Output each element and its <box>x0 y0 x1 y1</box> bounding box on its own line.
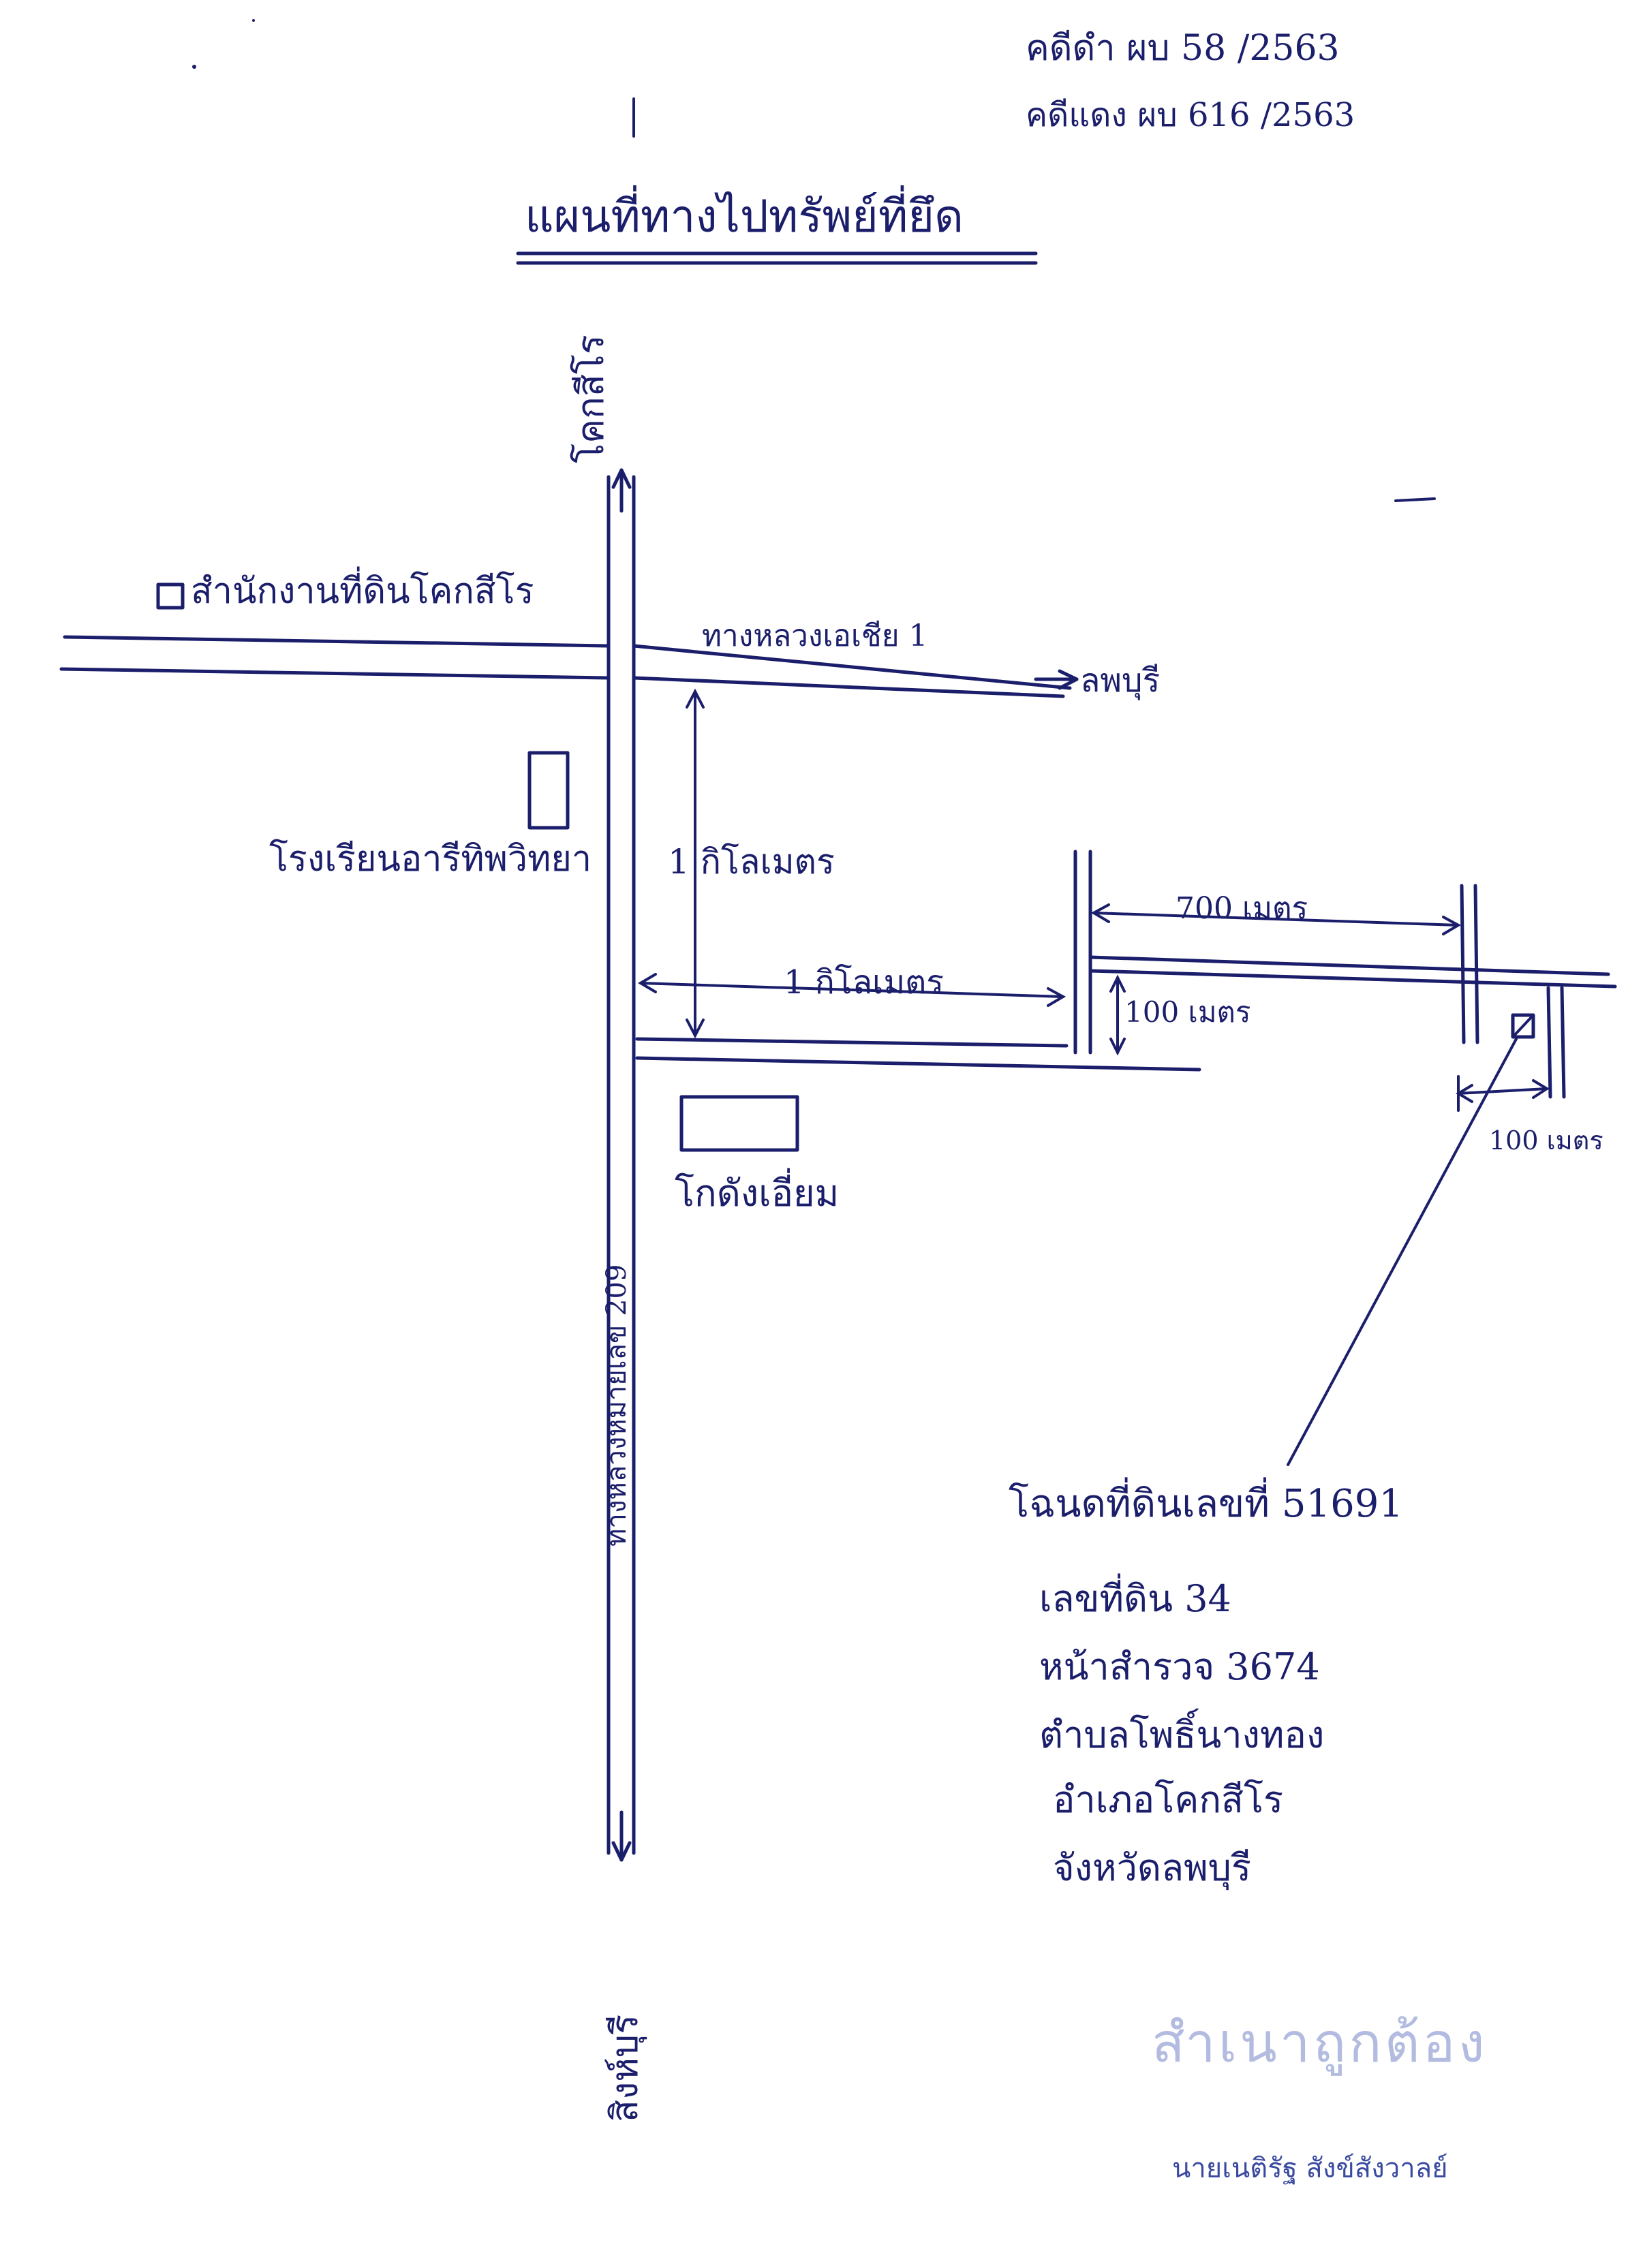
district-office-label: สำนักงานที่ดินโคกสีโร <box>191 571 534 612</box>
dim-700m-label: 700 เมตร <box>1176 891 1308 926</box>
south-destination-label: สิงห์บุรี <box>603 2014 646 2122</box>
parcel-road-east <box>1560 986 1566 1099</box>
property-province: จังหวัดลพบุรี <box>1053 1846 1251 1889</box>
property-road-east <box>1473 884 1479 1044</box>
side-road-south-edge <box>635 1056 1201 1072</box>
stray-dot-2 <box>252 19 255 22</box>
highway-south-edge-east <box>632 676 1065 698</box>
dim-100m-lower <box>1457 1087 1548 1095</box>
dim-1km-vertical-top <box>686 688 705 709</box>
property-survey-page: หน้าสำรวจ 3674 <box>1039 1645 1320 1688</box>
dim-700m-left <box>1090 903 1110 923</box>
stray-mark-2 <box>1394 497 1436 502</box>
dim-100m-vertical-bottom <box>1109 1038 1126 1056</box>
dim-1km-vertical-bottom <box>686 1019 705 1039</box>
dim-100m-lower-label: 100 เมตร <box>1489 1125 1603 1155</box>
dim-100m-vertical-label: 100 เมตร <box>1124 995 1251 1029</box>
dim-1km-horizontal-right <box>1047 987 1066 1007</box>
map-title: แผนที่ทางไปทรัพย์ที่ยึด <box>525 190 964 243</box>
east-arrowhead <box>1058 669 1079 690</box>
south-road-label: ทางหลวงหมายเลข 209 <box>601 1264 632 1547</box>
parcel-road-west <box>1546 986 1552 1099</box>
east-road-north-edge <box>1088 955 1610 976</box>
east-destination-label: ลพบุรี <box>1080 662 1161 700</box>
property-marker-diag <box>1511 1014 1535 1038</box>
school-label: โรงเรียนอารีทิพวิทยา <box>269 839 592 880</box>
dim-700m-right <box>1442 916 1462 935</box>
highway-label: ทางหลวงเอเชีย 1 <box>702 619 928 653</box>
dim-100m-lower-right <box>1532 1079 1550 1099</box>
north-destination-label: โคกสีโร <box>569 335 612 463</box>
dim-700m <box>1092 912 1460 927</box>
dim-1km-horizontal <box>639 982 1064 998</box>
stray-dot-1 <box>192 65 196 69</box>
dim-1km-horizontal-left <box>638 973 657 993</box>
certified-copy-stamp: สำเนาถูกต้อง <box>1152 2011 1488 2075</box>
warehouse-label: โกดังเอี่ยม <box>675 1172 840 1215</box>
school-marker <box>527 751 570 830</box>
property-leader-line <box>1287 1038 1518 1466</box>
property-subdistrict: ตำบลโพธิ์นางทอง <box>1039 1713 1325 1756</box>
case-number-black: คดีดำ ผบ 58 /2563 <box>1026 28 1340 69</box>
case-number-red: คดีแดง ผบ 616 /2563 <box>1026 96 1355 134</box>
signatory-name: นายเนติรัฐ สังข์สังวาลย์ <box>1172 2153 1448 2184</box>
dim-1km-vertical-label: 1 กิโลเมตร <box>668 842 835 882</box>
highway-south-edge <box>59 667 611 680</box>
property-marker <box>1511 1013 1535 1039</box>
district-office-marker <box>156 582 185 610</box>
warehouse-marker <box>679 1095 799 1152</box>
property-district: อำเภอโคกสีโร <box>1053 1778 1284 1821</box>
side-road-north-edge <box>635 1037 1069 1048</box>
highway-north-edge-east <box>632 644 1072 690</box>
east-road-south-edge <box>1088 969 1617 989</box>
property-road-west <box>1460 884 1466 1044</box>
property-land-number: เลขที่ดิน 34 <box>1039 1577 1231 1620</box>
highway-north-edge <box>63 635 611 648</box>
property-deed-line: โฉนดที่ดินเลขที่ 51691 <box>1009 1482 1404 1526</box>
dim-100m-vertical-top <box>1109 974 1126 993</box>
dim-1km-horizontal-label: 1 กิโลเมตร <box>784 963 945 1001</box>
